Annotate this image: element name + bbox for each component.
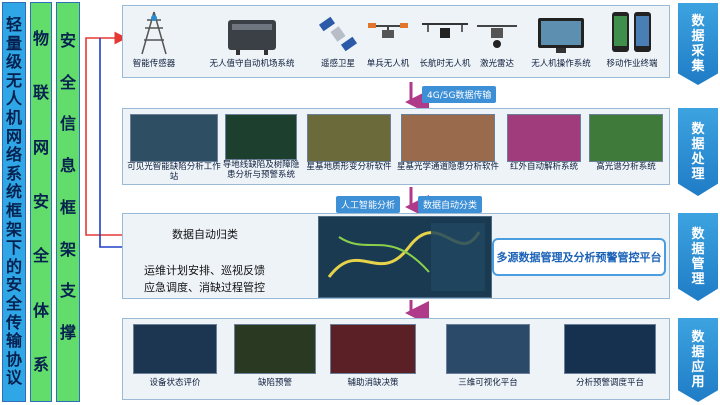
acq-item: 长航时无人机 <box>416 12 474 69</box>
proc-thumbnail <box>307 114 391 162</box>
column-char: 轻 <box>5 15 22 35</box>
tower-sensor-icon <box>141 11 167 55</box>
proc-thumbnail <box>130 114 218 162</box>
app-item: 辅助消缺决策 <box>326 324 420 388</box>
column-iot-security: 物联网安全体系 <box>30 2 52 402</box>
acq-item: 激光雷达 <box>474 12 520 69</box>
column-char: 信 <box>59 114 76 134</box>
transmission-badge: 4G/5G数据传输 <box>422 86 497 103</box>
column-char: 系 <box>32 354 49 374</box>
column-char: 量 <box>5 33 22 53</box>
column-char: 架 <box>59 239 76 259</box>
column-char: 框 <box>59 197 76 217</box>
proc-thumbnail <box>225 114 297 160</box>
stage-management: 数据管理 <box>678 213 718 301</box>
app-thumbnail <box>446 324 530 374</box>
proc-thumbnail <box>401 114 495 162</box>
acq-item: 无人机操作系统 <box>524 12 598 69</box>
column-char: 网 <box>32 137 49 157</box>
column-char: 全 <box>59 72 76 92</box>
operation-monitor-icon <box>538 18 584 53</box>
stage-acquisition: 数据采集 <box>678 3 718 85</box>
column-char: 息 <box>59 156 76 176</box>
app-item: 设备状态评价 <box>128 324 222 388</box>
platform-screenshot <box>318 216 492 298</box>
column-char: 下 <box>5 238 22 258</box>
auto-archive-text: 数据自动归类 <box>172 228 238 241</box>
column-char: 安 <box>5 275 22 295</box>
column-char: 网 <box>5 126 22 146</box>
column-info-framework: 安全信息框架支撑 <box>56 2 80 402</box>
column-char: 传 <box>5 312 22 332</box>
column-char: 体 <box>32 300 49 320</box>
column-char: 物 <box>32 29 49 48</box>
app-thumbnail <box>330 324 416 374</box>
column-char: 框 <box>5 201 22 220</box>
column-char: 联 <box>32 83 49 103</box>
column-char: 系 <box>5 163 22 183</box>
proc-item: 高光谱分析系统 <box>586 114 666 172</box>
ai-analysis-badge: 人工智能分析 <box>336 196 401 213</box>
column-char: 全 <box>32 246 49 266</box>
mobile-terminal-icon <box>612 12 651 52</box>
acq-item: 无人值守自动机场系统 <box>200 12 304 69</box>
stage-processing: 数据处理 <box>678 108 718 196</box>
satellite-icon <box>318 16 358 52</box>
app-item: 分析预警调度平台 <box>556 324 664 388</box>
column-char: 全 <box>5 293 22 313</box>
proc-thumbnail <box>507 114 581 162</box>
column-char: 安 <box>32 191 49 211</box>
ops-text-1: 运维计划安排、巡视反馈 <box>144 264 265 277</box>
app-thumbnail <box>133 324 217 374</box>
app-thumbnail <box>234 324 316 374</box>
column-char: 安 <box>59 31 76 50</box>
proc-item: 可见光智能缺陷分析工作站 <box>124 114 224 182</box>
column-char: 架 <box>5 219 22 239</box>
column-char: 输 <box>5 331 22 351</box>
column-char: 支 <box>59 281 76 301</box>
drone-icon <box>368 23 408 38</box>
column-char: 机 <box>5 108 22 128</box>
app-thumbnail <box>564 324 656 374</box>
acq-item: 智能传感器 <box>130 10 178 69</box>
auto-classify-badge: 数据自动分类 <box>418 196 483 213</box>
acq-item: 单兵无人机 <box>362 12 414 69</box>
app-item: 三维可视化平台 <box>438 324 538 388</box>
long-endurance-drone-icon <box>422 23 468 38</box>
acq-item: 移动作业终端 <box>600 10 664 69</box>
proc-item: 红外自动解析系统 <box>504 114 584 172</box>
column-char: 统 <box>5 182 22 202</box>
proc-item: 星基地质形变分析软件 <box>304 114 394 172</box>
platform-title: 多源数据管理及分析预警管控平台 <box>492 238 666 276</box>
column-char: 的 <box>5 256 22 276</box>
column-char: 级 <box>5 52 22 72</box>
column-char: 络 <box>5 145 22 165</box>
column-char: 无 <box>5 70 22 90</box>
column-char: 议 <box>5 368 22 388</box>
auto-hangar-icon <box>228 20 276 55</box>
proc-item: 导地线缺陷及树障隐患分析与预警系统 <box>222 114 300 180</box>
stage-application: 数据应用 <box>678 318 718 402</box>
acq-item: 遥感卫星 <box>314 12 362 69</box>
column-char: 撑 <box>59 322 76 342</box>
column-transmission-protocol: 轻量级无人机网络系统框架下的安全传输协议 <box>2 2 26 402</box>
column-char: 人 <box>5 89 22 109</box>
ops-text-2: 应急调度、消缺过程管控 <box>144 281 265 294</box>
lidar-icon <box>477 25 517 48</box>
proc-item: 星基光学通道隐患分析软件 <box>396 114 500 172</box>
app-item: 缺陷预警 <box>230 324 320 388</box>
proc-thumbnail <box>589 114 663 162</box>
column-char: 协 <box>5 349 22 369</box>
